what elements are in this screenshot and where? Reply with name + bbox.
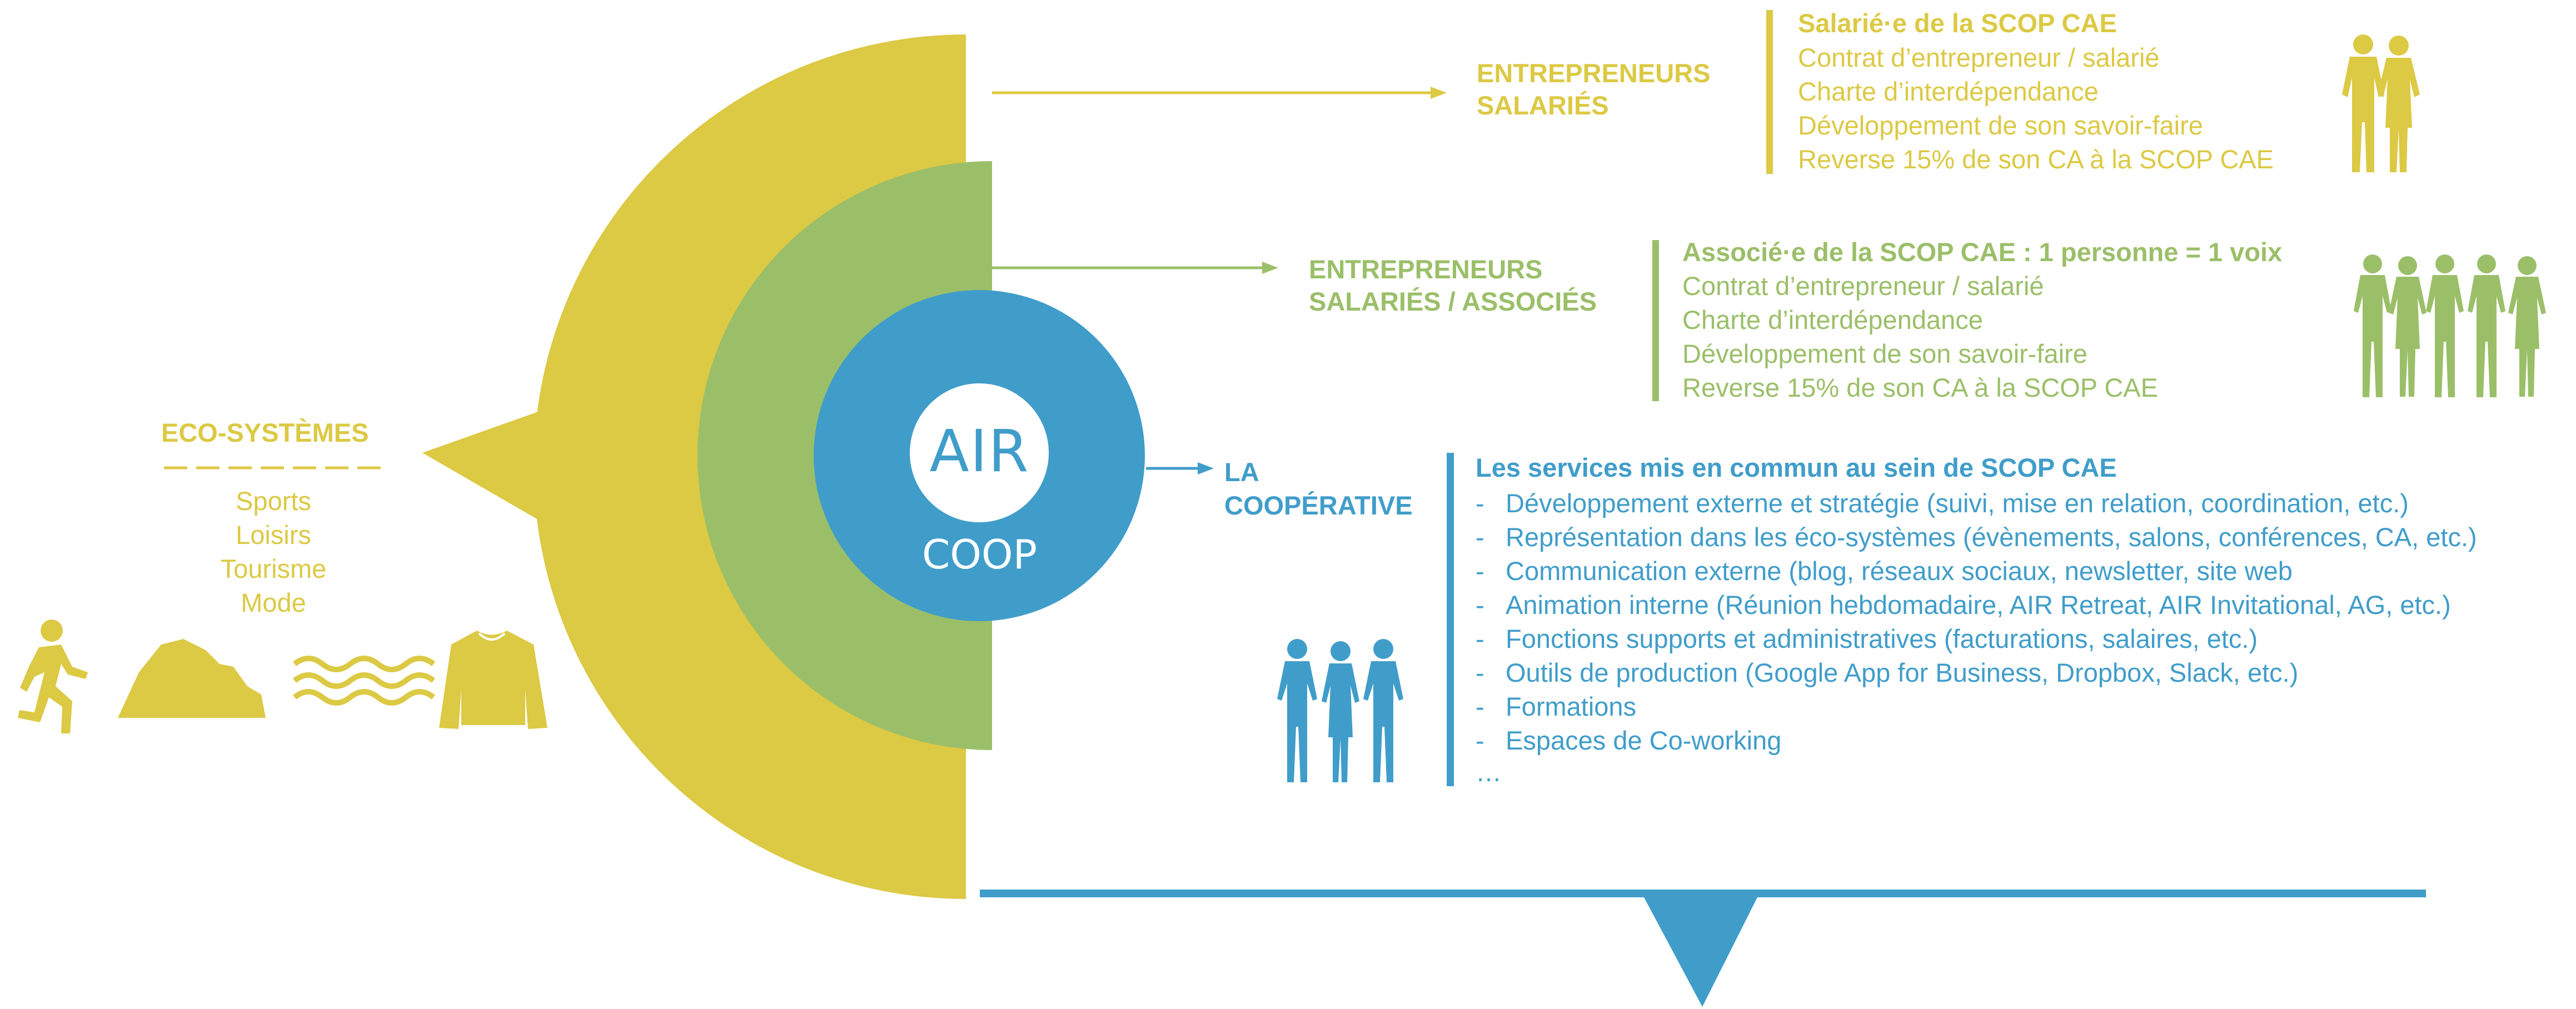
list-dash: - — [1476, 488, 1484, 518]
associates-detail: Contrat d’entrepreneur / salarié — [1682, 271, 2044, 301]
list-dash: - — [1476, 726, 1484, 755]
logo-coop: COOP — [921, 531, 1038, 578]
ecosystem-item: Sports — [236, 486, 311, 516]
associates-label-line1: ENTREPRENEURS — [1309, 254, 1543, 284]
employees-detail: Contrat d’entrepreneur / salarié — [1798, 43, 2160, 72]
arrow-associates — [992, 262, 1278, 274]
cooperative-heading: Les services mis en commun au sein de SC… — [1476, 453, 2117, 482]
list-dash: - — [1476, 692, 1484, 721]
service-text: Formations — [1506, 692, 1637, 721]
services-ellipsis: … — [1476, 757, 1502, 787]
ecosystem-pointer — [422, 408, 547, 525]
employees-detail: Charte d’interdépendance — [1798, 77, 2099, 106]
service-text: Fonctions supports et administratives (f… — [1506, 624, 2258, 653]
associates-detail: Charte d’interdépendance — [1682, 305, 1983, 334]
sweater-icon — [439, 631, 547, 729]
cooperative-label-line1: LA — [1224, 457, 1259, 487]
service-text: Animation interne (Réunion hebdomadaire,… — [1506, 590, 2451, 620]
service-text: Outils de production (Google App for Bus… — [1506, 658, 2299, 687]
service-text: Espaces de Co-working — [1506, 726, 1782, 755]
cooperative-bar — [1447, 453, 1454, 786]
service-text: Développement externe et stratégie (suiv… — [1506, 488, 2409, 518]
employees-detail: Reverse 15% de son CA à la SCOP CAE — [1798, 144, 2274, 174]
waves-icon — [292, 656, 436, 706]
list-dash: - — [1476, 556, 1484, 586]
associates-detail: Développement de son savoir-faire — [1682, 339, 2087, 368]
ecosystem-item: Loisirs — [236, 520, 311, 550]
ecosystem-item: Mode — [241, 588, 306, 617]
employees-label: ENTREPRENEURS SALARIÉS — [1477, 57, 1710, 122]
logo-circle — [910, 383, 1049, 522]
bottom-pointer — [1644, 897, 1757, 1007]
cooperative-label: LA COOPÉRATIVE — [1224, 456, 1413, 522]
ecosystems-title: ECO-SYSTÈMES — [161, 418, 369, 447]
people-group-icon — [2354, 254, 2546, 397]
employees-heading: Salarié·e de la SCOP CAE — [1798, 8, 2117, 38]
employees-label-line2: SALARIÉS — [1477, 91, 1609, 120]
employees-bar — [1766, 10, 1773, 174]
list-dash: - — [1476, 590, 1484, 620]
employees-detail: Développement de son savoir-faire — [1798, 111, 2203, 140]
service-text: Représentation dans les éco-systèmes (év… — [1506, 522, 2477, 552]
list-dash: - — [1476, 658, 1484, 687]
associates-label-line2: SALARIÉS / ASSOCIÉS — [1309, 287, 1597, 316]
logo-air: AIR — [929, 417, 1030, 485]
list-dash: - — [1476, 522, 1484, 552]
people-pair-icon — [2342, 34, 2420, 172]
people-trio-icon — [1277, 639, 1403, 782]
associates-heading: Associé·e de la SCOP CAE : 1 personne = … — [1682, 237, 2283, 267]
runner-icon — [18, 620, 88, 733]
associates-label: ENTREPRENEURS SALARIÉS / ASSOCIÉS — [1309, 253, 1597, 318]
service-text: Communication externe (blog, réseaux soc… — [1506, 556, 2293, 586]
ecosystem-item: Tourisme — [220, 554, 327, 583]
associates-detail: Reverse 15% de son CA à la SCOP CAE — [1682, 373, 2159, 402]
arrow-employees — [992, 87, 1447, 99]
arrow-cooperative — [1146, 462, 1214, 474]
list-dash: - — [1476, 624, 1484, 653]
employees-label-line1: ENTREPRENEURS — [1477, 58, 1711, 88]
associates-bar — [1652, 240, 1659, 401]
bottom-rule — [980, 890, 2426, 897]
mountain-icon — [118, 639, 266, 718]
cooperative-label-line2: COOPÉRATIVE — [1224, 491, 1413, 520]
